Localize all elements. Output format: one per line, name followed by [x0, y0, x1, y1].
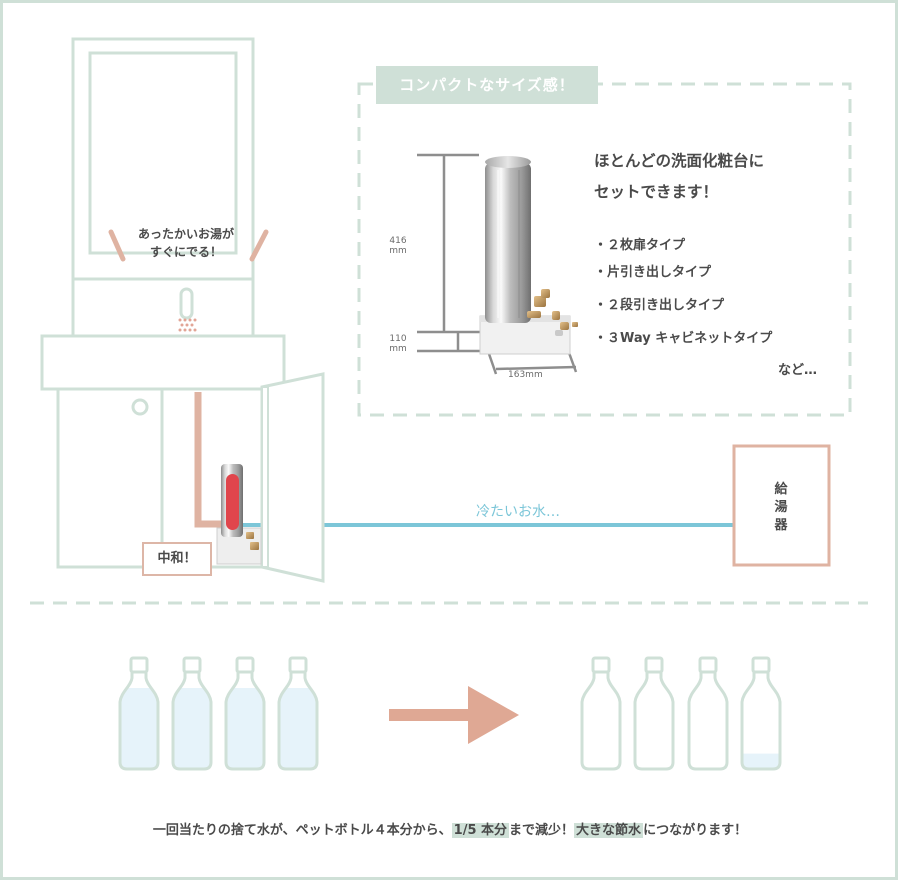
cabinet-type-item: ・２段引き出しタイプ — [594, 298, 725, 313]
plastic-bottle — [171, 670, 213, 771]
bottle-cap — [235, 656, 255, 674]
footer-part-2: まで減少！ — [509, 823, 575, 838]
faucet — [178, 287, 197, 332]
compact-size-badge: コンパクトなサイズ感！ — [376, 66, 598, 104]
bottle-water-fill — [742, 753, 780, 769]
etc-label: など… — [778, 363, 818, 378]
compact-section-box — [357, 82, 852, 417]
footer-message: 一回当たりの捨て水が、ペットボトル４本分から、1/5 本分まで減少！大きな節水に… — [0, 819, 900, 838]
footer-part-3: につながります！ — [643, 823, 748, 838]
plastic-bottle — [118, 670, 160, 771]
hot-water-pipe — [194, 392, 232, 528]
boiler-label: 給湯器 — [774, 482, 788, 533]
counter — [40, 334, 286, 391]
height-dimension-label: 416 mm — [385, 236, 411, 256]
footer-part-1: 一回当たりの捨て水が、ペットボトル４本分から、 — [152, 823, 452, 838]
bottle-cap — [129, 656, 149, 674]
plastic-bottle — [580, 670, 622, 771]
water-heater-product-image — [479, 156, 578, 355]
bottle-water-fill — [226, 688, 264, 769]
plastic-bottle — [633, 670, 675, 771]
bottles-before — [118, 656, 319, 771]
bottle-water-fill — [173, 688, 211, 769]
bottle-cap — [288, 656, 308, 674]
bottle-cap — [698, 656, 718, 674]
plastic-bottle — [224, 670, 266, 771]
hot-water-label-line-1: あったかいお湯が — [137, 227, 234, 241]
door-knob — [131, 398, 149, 416]
footer-highlight-saving: 大きな節水 — [574, 823, 644, 838]
base-value: 110 — [389, 334, 407, 344]
warm-marks — [108, 229, 269, 262]
hot-water-label: あったかいお湯が すぐにでる！ — [124, 225, 248, 261]
dimension-lines — [417, 153, 578, 375]
cold-water-label: 冷たいお水… — [476, 504, 560, 520]
plastic-bottle — [687, 670, 729, 771]
open-cabinet-door — [260, 372, 325, 583]
reduction-arrow — [389, 686, 519, 744]
plastic-bottle — [740, 670, 782, 771]
bottle-cap — [591, 656, 611, 674]
width-dimension-label: 163mm — [508, 370, 543, 380]
plastic-bottle — [277, 670, 319, 771]
headline-line-2: セットできます！ — [594, 183, 719, 201]
cabinet-type-item: ・３Way キャビネットタイプ — [594, 331, 773, 346]
bottle-cap — [644, 656, 664, 674]
neutralize-tag: 中和！ — [142, 542, 212, 576]
hot-water-label-line-2: すぐにでる！ — [149, 245, 222, 259]
headline-line-1: ほとんどの洗面化粧台に — [594, 152, 765, 170]
base-unit: mm — [389, 344, 407, 354]
cabinet-type-item: ・片引き出しタイプ — [594, 265, 712, 280]
vanity-illustration — [40, 37, 286, 569]
footer-highlight-fraction: 1/5 本分 — [451, 823, 510, 838]
small-water-heater — [216, 464, 262, 565]
cabinet-type-item: ・２枚扉タイプ — [594, 238, 686, 253]
bottle-water-fill — [279, 688, 317, 769]
base-dimension-label: 110 mm — [385, 334, 411, 354]
bottles-after — [580, 656, 782, 771]
height-unit: mm — [389, 246, 407, 256]
bottle-water-fill — [120, 688, 158, 769]
mirror — [88, 51, 238, 255]
bottle-cap — [751, 656, 771, 674]
boiler-box — [732, 444, 831, 567]
height-value: 416 — [389, 236, 407, 246]
basin-back — [71, 277, 255, 340]
bottle-cap — [182, 656, 202, 674]
